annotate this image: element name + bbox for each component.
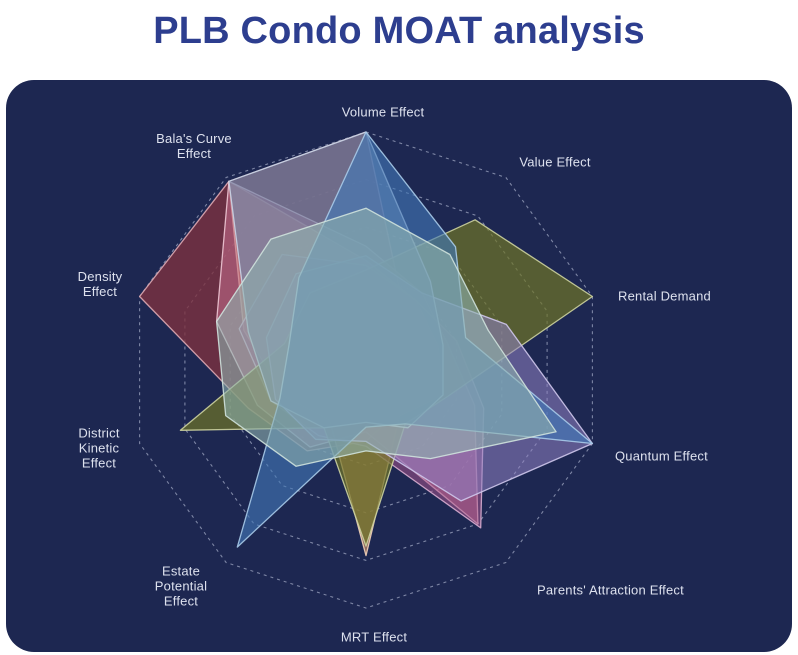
axis-label-quantum-effect: Quantum Effect bbox=[615, 448, 708, 464]
axis-label-estate-potential-effect: Estate Potential Effect bbox=[154, 563, 208, 609]
page-title: PLB Condo MOAT analysis bbox=[153, 10, 645, 52]
axis-label-parents-attraction-effect: Parents' Attraction Effect bbox=[537, 582, 684, 598]
axis-label-balas-curve-effect: Bala's Curve Effect bbox=[156, 131, 232, 161]
axis-label-rental-demand: Rental Demand bbox=[618, 288, 711, 304]
axis-label-volume-effect: Volume Effect bbox=[341, 104, 425, 120]
chart-card bbox=[6, 80, 792, 652]
axis-label-district-kinetic-effect: District Kinetic Effect bbox=[78, 425, 120, 471]
axis-label-density-effect: Density Effect bbox=[77, 269, 123, 299]
axis-label-mrt-effect: MRT Effect bbox=[340, 629, 408, 645]
axis-label-value-effect: Value Effect bbox=[519, 154, 591, 170]
